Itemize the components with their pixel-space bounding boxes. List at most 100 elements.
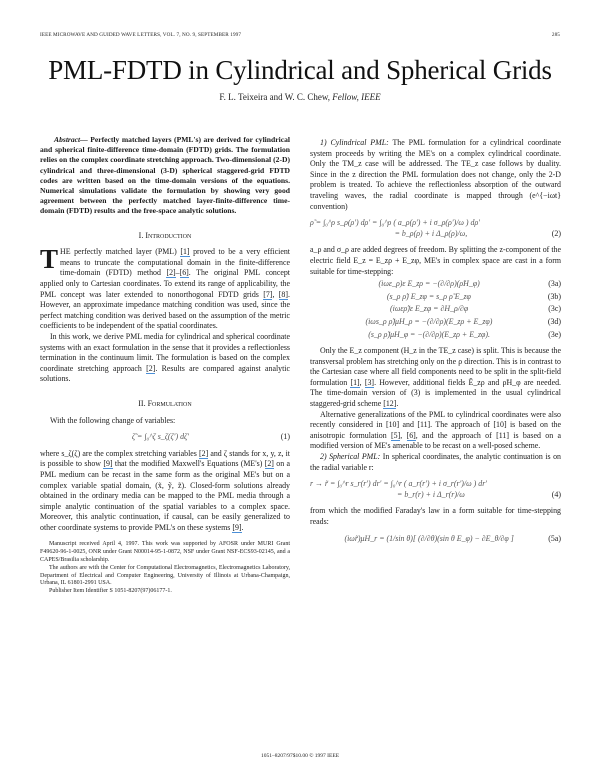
equation-number: (3e) — [548, 329, 561, 339]
footnote: Manuscript received April 4, 1997. This … — [40, 541, 290, 596]
equation-3d: (iωs_ρ ρ̃)μH_ρ = −(∂/∂ρ)(E_zρ + E_zφ) (3d… — [310, 317, 561, 328]
section-heading-introduction: I. Introduction — [40, 231, 290, 242]
equation-body: = b_r(r) + i Δ_r(r)/ω — [397, 489, 465, 499]
citation-link[interactable]: [12] — [383, 399, 397, 410]
subsection-title: 1) Cylindrical PML: — [320, 138, 389, 147]
equation-number: (3d) — [547, 316, 561, 326]
citation-link[interactable]: [2] — [264, 459, 274, 470]
equation-number: (3c) — [548, 304, 561, 314]
copyright-footer: 1051–8207/97$10.00 © 1997 IEEE — [260, 753, 340, 759]
section-numeral: I. — [138, 230, 144, 240]
citation-link[interactable]: [2] — [146, 363, 156, 374]
footnote-authors: The authors are with the Center for Comp… — [40, 564, 290, 587]
page-number: 285 — [551, 32, 560, 38]
text: , — [359, 377, 365, 387]
abstract-text: Perfectly matched layers (PML's) are der… — [40, 135, 290, 216]
section-heading-formulation: II. Formulation — [40, 399, 290, 410]
equation-3e: (s_ρ ρ̃)μH_φ = −(∂/∂ρ)(E_zρ + E_zφ). (3e) — [310, 330, 561, 341]
citation-link[interactable]: [6] — [406, 430, 416, 441]
equation-body: = b_ρ(ρ) + i Δ_ρ(ρ)/ω, — [394, 228, 468, 238]
equation-3b: (s_ρ ρ̃) E_zφ = s_ρ ρ̃ E_zφ (3b) — [310, 292, 561, 303]
text: , — [400, 430, 407, 440]
citation-link[interactable]: [1] — [180, 247, 190, 258]
equation-number: (4) — [551, 489, 561, 499]
cylindrical-pml-paragraph-3: Only the E_z component (H_z in the TE_z … — [310, 346, 561, 410]
citation-link[interactable]: [1] — [350, 377, 360, 388]
text: In this work, we derive PML media for cy… — [40, 331, 290, 373]
section-title: Formulation — [147, 398, 192, 408]
equation-5a: (iωr̃)μH_r = (1/sin θ)[ (∂/∂θ)(sin θ E_φ… — [310, 534, 561, 545]
equation-body: (iωr̃)μH_r = (1/sin θ)[ (∂/∂θ)(sin θ E_φ… — [344, 533, 514, 543]
equation-number: (1) — [280, 432, 290, 442]
right-column: 1) Cylindrical PML: The PML formulation … — [310, 138, 561, 550]
text: on a PML medium can be recast in the sam… — [40, 459, 291, 532]
spherical-pml-paragraph-1: 2) Spherical PML: In spherical coordinat… — [310, 452, 561, 473]
equation-number: (3b) — [547, 291, 561, 301]
footnote-manuscript: Manuscript received April 4, 1997. This … — [40, 541, 290, 564]
author-names: F. L. Teixeira and W. C. Chew, — [219, 92, 331, 102]
text: . — [241, 522, 244, 532]
subsection-title: 2) Spherical PML: — [320, 452, 381, 462]
cylindrical-pml-paragraph-4: Alternative generalizations of the PML t… — [310, 410, 561, 452]
abstract: Abstract— Perfectly matched layers (PML'… — [40, 135, 290, 217]
citation-link[interactable]: [2] — [199, 448, 209, 459]
section-title: Introduction — [145, 230, 192, 240]
formulation-paragraph-2: where s_ζ(ζ) are the complex stretching … — [40, 448, 291, 534]
spherical-pml-paragraph-2: from which the modified Faraday's law in… — [310, 506, 561, 526]
formulation-paragraph-1: With the following change of variables: — [50, 415, 176, 425]
equation-3a: (iωε_ρ)ε E_zρ = −(∂/∂ρ)(ρ̃H_φ) (3a) — [310, 279, 561, 290]
equation-2: ρ̃ = ∫₀^ρ s_ρ(ρ′) dρ′ = ∫₀^ρ ( a_ρ(ρ′) +… — [310, 218, 561, 239]
text: In spherical coordinates, the analytic c… — [310, 452, 561, 472]
equation-body: (iωε_ρ)ε E_zρ = −(∂/∂ρ)(ρ̃H_φ) — [378, 279, 480, 289]
equation-body: (s_ρ ρ̃)μH_φ = −(∂/∂ρ)(E_zρ + E_zφ). — [368, 329, 491, 339]
equation-4: r → r̃ = ∫₀^r s_r(r′) dr′ = ∫₀^r ( a_r(r… — [310, 479, 561, 500]
text: . — [396, 399, 399, 409]
text: HE perfectly matched layer (PML) — [60, 247, 181, 257]
citation-link[interactable]: [8] — [278, 289, 288, 300]
equation-body: (iωερ̃)ε E_zφ = ∂H_ρ/∂φ — [390, 304, 469, 314]
equation-body: ρ̃ = ∫₀^ρ s_ρ(ρ′) dρ′ = ∫₀^ρ ( a_ρ(ρ′) +… — [310, 218, 480, 228]
intro-paragraph-2: In this work, we derive PML media for cy… — [40, 332, 290, 385]
footnote-identifier: Publisher Item Identifier S 1051-8207(97… — [49, 588, 172, 595]
text: . Results are compared against analytic … — [40, 363, 291, 384]
cylindrical-pml-paragraph-1: 1) Cylindrical PML: The PML formulation … — [310, 138, 561, 212]
citation-link[interactable]: [9] — [232, 522, 242, 533]
text: that the modified Maxwell's Equations (M… — [112, 459, 265, 469]
dropcap: T — [40, 244, 59, 275]
cylindrical-pml-paragraph-2: a_ρ and σ_ρ are added degrees of freedom… — [310, 245, 561, 276]
section-numeral: II. — [138, 398, 146, 408]
text: and ζ stands for x, y, z, it is possible… — [40, 448, 290, 469]
text: – — [175, 268, 180, 278]
running-head: IEEE MICROWAVE AND GUIDED WAVE LETTERS, … — [40, 32, 560, 38]
equation-body: ζ̃ = ∫₀^ζ s_ζ(ζ′) dζ′ — [131, 432, 189, 442]
text: . However, an approximate impedance matc… — [40, 289, 290, 331]
left-column: Abstract— Perfectly matched layers (PML'… — [40, 135, 290, 596]
text: . The original PML concept applied only … — [40, 268, 290, 299]
equation-3c: (iωερ̃)ε E_zφ = ∂H_ρ/∂φ (3c) — [310, 304, 561, 315]
author-affiliation: Fellow, IEEE — [332, 92, 381, 102]
text: . However, additional fields Ẽ_zρ and ρ̃… — [310, 377, 561, 409]
paper-title: PML-FDTD in Cylindrical and Spherical Gr… — [48, 55, 552, 85]
citation-link[interactable]: [7] — [263, 289, 273, 300]
equation-body: (iωs_ρ ρ̃)μH_ρ = −(∂/∂ρ)(E_zρ + E_zφ) — [365, 316, 493, 326]
authors: F. L. Teixeira and W. C. Chew, Fellow, I… — [0, 92, 600, 102]
abstract-label: Abstract— — [54, 135, 88, 144]
text: Only the E_z component (H_z in the TE_z … — [310, 346, 561, 387]
text: The PML formulation for a cylindrical co… — [310, 138, 561, 211]
text: , — [272, 289, 279, 299]
citation-link[interactable]: [3] — [364, 377, 375, 388]
equation-number: (5a) — [548, 533, 561, 543]
equation-1: ζ̃ = ∫₀^ζ s_ζ(ζ′) dζ′ (1) — [40, 432, 290, 443]
citation-link[interactable]: [6] — [179, 268, 189, 279]
citation-link[interactable]: [9] — [103, 459, 113, 470]
text: proved to be a very efficient means to t… — [60, 247, 290, 278]
text: , and the approach of [11] is based on a… — [310, 430, 561, 451]
equation-body: (s_ρ ρ̃) E_zφ = s_ρ ρ̃ E_zφ — [386, 291, 471, 301]
text: where s_ζ(ζ) are the complex stretching … — [40, 448, 200, 458]
equation-number: (3a) — [548, 279, 561, 289]
equation-number: (2) — [551, 228, 561, 238]
citation-link[interactable]: [5] — [391, 430, 401, 441]
text: Alternative generalizations of the PML t… — [310, 409, 561, 440]
citation-link[interactable]: [2] — [166, 268, 176, 279]
